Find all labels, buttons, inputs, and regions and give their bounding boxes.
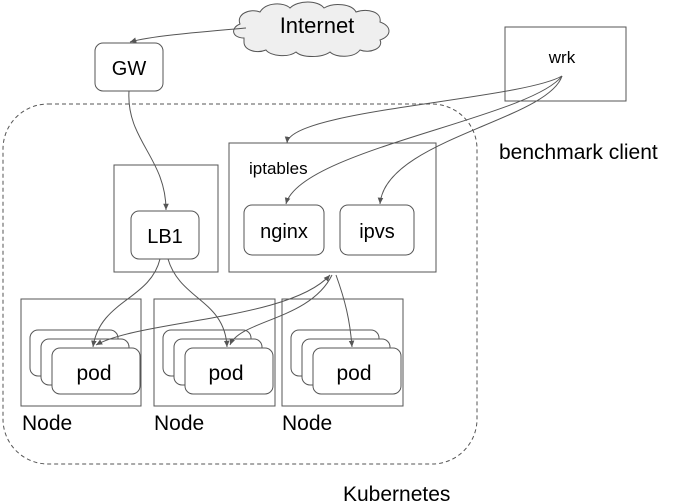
- ipvs-label: ipvs: [359, 221, 395, 243]
- edge-wrk-to-iptables: [284, 75, 563, 144]
- pod-box-3: [312, 347, 402, 395]
- node-label-1: Node: [22, 412, 72, 435]
- pod-box-2: [184, 347, 274, 395]
- lb1-box: [130, 210, 200, 260]
- pod-label-3: pod: [336, 362, 371, 385]
- benchmark-client-label: benchmark client: [499, 141, 658, 164]
- edge-iptables-to-pod-3: [335, 274, 355, 348]
- kubernetes-label: Kubernetes: [343, 483, 450, 503]
- pod-label-2: pod: [208, 362, 243, 385]
- gw-label: GW: [112, 58, 147, 80]
- edge-iptables-to-pod-1: [95, 274, 331, 346]
- edge-iptables-to-pod-2: [229, 274, 333, 346]
- wrk-label: wrk: [548, 48, 576, 67]
- internet-cloud: [233, 1, 390, 57]
- kubernetes-cluster-boundary: [2, 103, 478, 465]
- edge-internet-to-gw: [129, 27, 247, 43]
- node-label-3: Node: [282, 412, 332, 435]
- pod-label-1: pod: [76, 362, 111, 385]
- iptables-label: iptables: [249, 159, 308, 178]
- nginx-label: nginx: [260, 221, 308, 243]
- edge-wrk-to-ipvs: [377, 75, 563, 205]
- wrk-box: [504, 26, 627, 102]
- node-label-2: Node: [154, 412, 204, 435]
- lb1-label: LB1: [147, 226, 183, 248]
- ipvs-box: [339, 204, 415, 256]
- edge-wrk-to-nginx: [284, 75, 563, 205]
- nginx-box: [243, 204, 325, 256]
- pod-box-1: [51, 347, 141, 395]
- edge-gw-to-lb1: [128, 90, 169, 211]
- internet-label: Internet: [280, 13, 355, 38]
